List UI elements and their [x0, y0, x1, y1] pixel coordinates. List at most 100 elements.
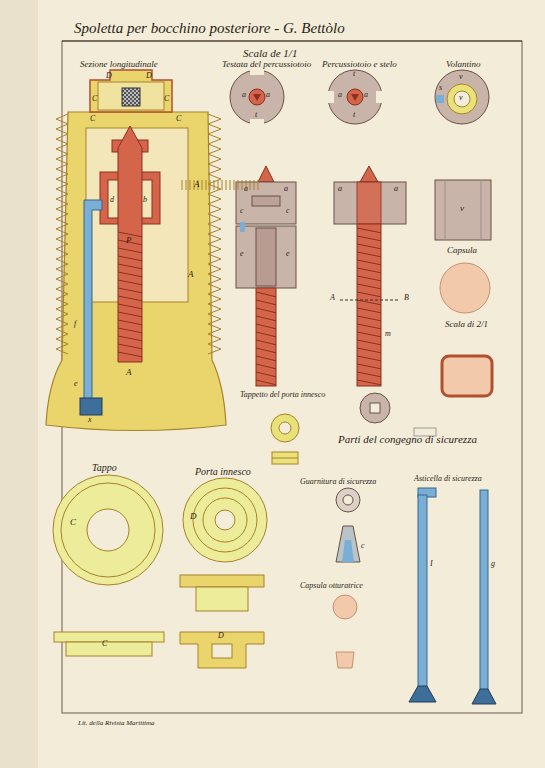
plate-frame	[62, 41, 522, 713]
plug-part	[54, 632, 164, 642]
percussor-stem-side	[334, 166, 406, 386]
safety-rod	[409, 488, 496, 704]
callout-letter: s	[439, 84, 442, 93]
safety-rod-part	[409, 686, 436, 702]
percussor-head-top-view-part	[230, 70, 284, 124]
screw-thread	[256, 292, 276, 385]
longitudinal-section-part	[118, 126, 142, 362]
plug-part	[61, 483, 155, 577]
part-title: Guarnitura di sicurezza	[300, 478, 376, 487]
primer-holder-plug	[271, 393, 436, 464]
percussor-top-view-part	[376, 91, 383, 103]
group-title: Parti del congegno di sicurezza	[338, 433, 477, 445]
callout-letter: A	[330, 294, 335, 303]
callout-letter: f	[74, 320, 76, 329]
thread-strokes	[208, 114, 221, 354]
percussor-head-side-part	[258, 166, 274, 182]
safety-packing-part	[336, 526, 360, 562]
plug-part	[53, 475, 163, 585]
callout-letter: b	[143, 196, 147, 205]
percussor-head-side	[236, 166, 296, 386]
handwheel-top-view-part	[454, 91, 470, 107]
percussor-head-side-part	[236, 226, 296, 288]
primer-holder-plug-part	[271, 414, 299, 442]
percussor-stem-side-part	[340, 300, 400, 301]
callout-letter: c	[361, 542, 365, 551]
percussor-head-side-part	[256, 288, 276, 386]
longitudinal-section-part	[80, 398, 102, 415]
callout-letter: D	[190, 512, 197, 522]
percussor-head-top-view-part	[249, 89, 265, 105]
callout-letter: C	[102, 640, 107, 649]
percussor-stem-side-part	[357, 224, 381, 386]
primer-holder-part	[180, 575, 264, 587]
part-title: Volantino	[446, 60, 481, 70]
percussor-head-top-view	[230, 68, 284, 126]
safety-rod-part	[480, 490, 488, 690]
callout-letter: e	[240, 250, 244, 259]
callout-letter: a	[244, 185, 248, 194]
thread-strokes	[118, 232, 142, 357]
plug	[53, 475, 164, 656]
callout-letter: a	[242, 91, 246, 100]
primer-holder	[180, 180, 267, 668]
handwheel-side-part	[481, 180, 482, 240]
primer-holder-plug-part	[360, 393, 390, 423]
sealing-capsule	[333, 595, 357, 668]
callout-letter: x	[88, 416, 92, 425]
callout-letter: C	[90, 115, 95, 124]
safety-packing	[336, 488, 360, 562]
callout-letter: m	[385, 330, 391, 339]
callout-letter: t	[255, 111, 257, 120]
callout-letter: A	[126, 368, 132, 378]
part-title: Testata del percussiotoio	[222, 60, 311, 70]
longitudinal-section	[46, 70, 226, 431]
percussor-head-side-part	[240, 222, 245, 232]
safety-rod-part	[418, 495, 427, 687]
callout-letter: a	[338, 91, 342, 100]
scale-note: Scala di 2/1	[445, 320, 488, 330]
callout-letter: a	[266, 91, 270, 100]
callout-letter: g	[491, 560, 495, 569]
handwheel-top-view-part	[447, 84, 477, 114]
percussor-head-top-view-part	[250, 68, 264, 75]
safety-rod-part	[472, 689, 496, 704]
capsule-part	[442, 356, 492, 396]
callout-letter: a	[364, 91, 368, 100]
screw-thread	[118, 232, 142, 357]
handwheel-side-part	[445, 180, 446, 240]
primer-holder-part	[212, 644, 232, 658]
callout-letter: e	[74, 380, 78, 389]
callout-letter: C	[92, 95, 97, 104]
handwheel-top-view-part	[435, 70, 489, 124]
callout-letter: D	[146, 72, 152, 81]
percussor-top-view	[327, 70, 383, 124]
plate-title: Spoletta per bocchino posteriore - G. Be…	[74, 20, 345, 37]
percussor-head-top-view-part	[250, 119, 264, 126]
thread-strokes	[256, 292, 276, 385]
callout-letter: C	[70, 518, 76, 528]
callout-letter: D	[106, 72, 112, 81]
percussor-head-side-part	[236, 182, 296, 224]
callout-letter: a	[338, 185, 342, 194]
thread-strokes	[56, 114, 68, 354]
safety-packing-part	[343, 495, 353, 505]
screw-thread	[357, 228, 381, 385]
part-title: Capsula otturatrice	[300, 582, 363, 591]
callout-letter: C	[164, 95, 169, 104]
part-title: Sezione longitudinale	[80, 60, 158, 70]
handwheel-side-part	[435, 180, 491, 240]
part-title: Tappetto del porta innesco	[240, 391, 325, 400]
callout-letter: a	[394, 185, 398, 194]
callout-letter: I	[430, 560, 433, 569]
callout-letter: A	[188, 270, 194, 280]
part-title: Asticella di sicurezza	[414, 475, 482, 484]
primer-holder-part	[203, 498, 247, 542]
callout-letter: c	[286, 207, 290, 216]
percussor-stem-side-part	[334, 182, 406, 224]
part-title: Percussiotoio e stelo	[322, 60, 397, 70]
callout-letter: e	[286, 250, 290, 259]
primer-holder-part	[215, 510, 235, 530]
sealing-capsule-part	[333, 595, 357, 619]
